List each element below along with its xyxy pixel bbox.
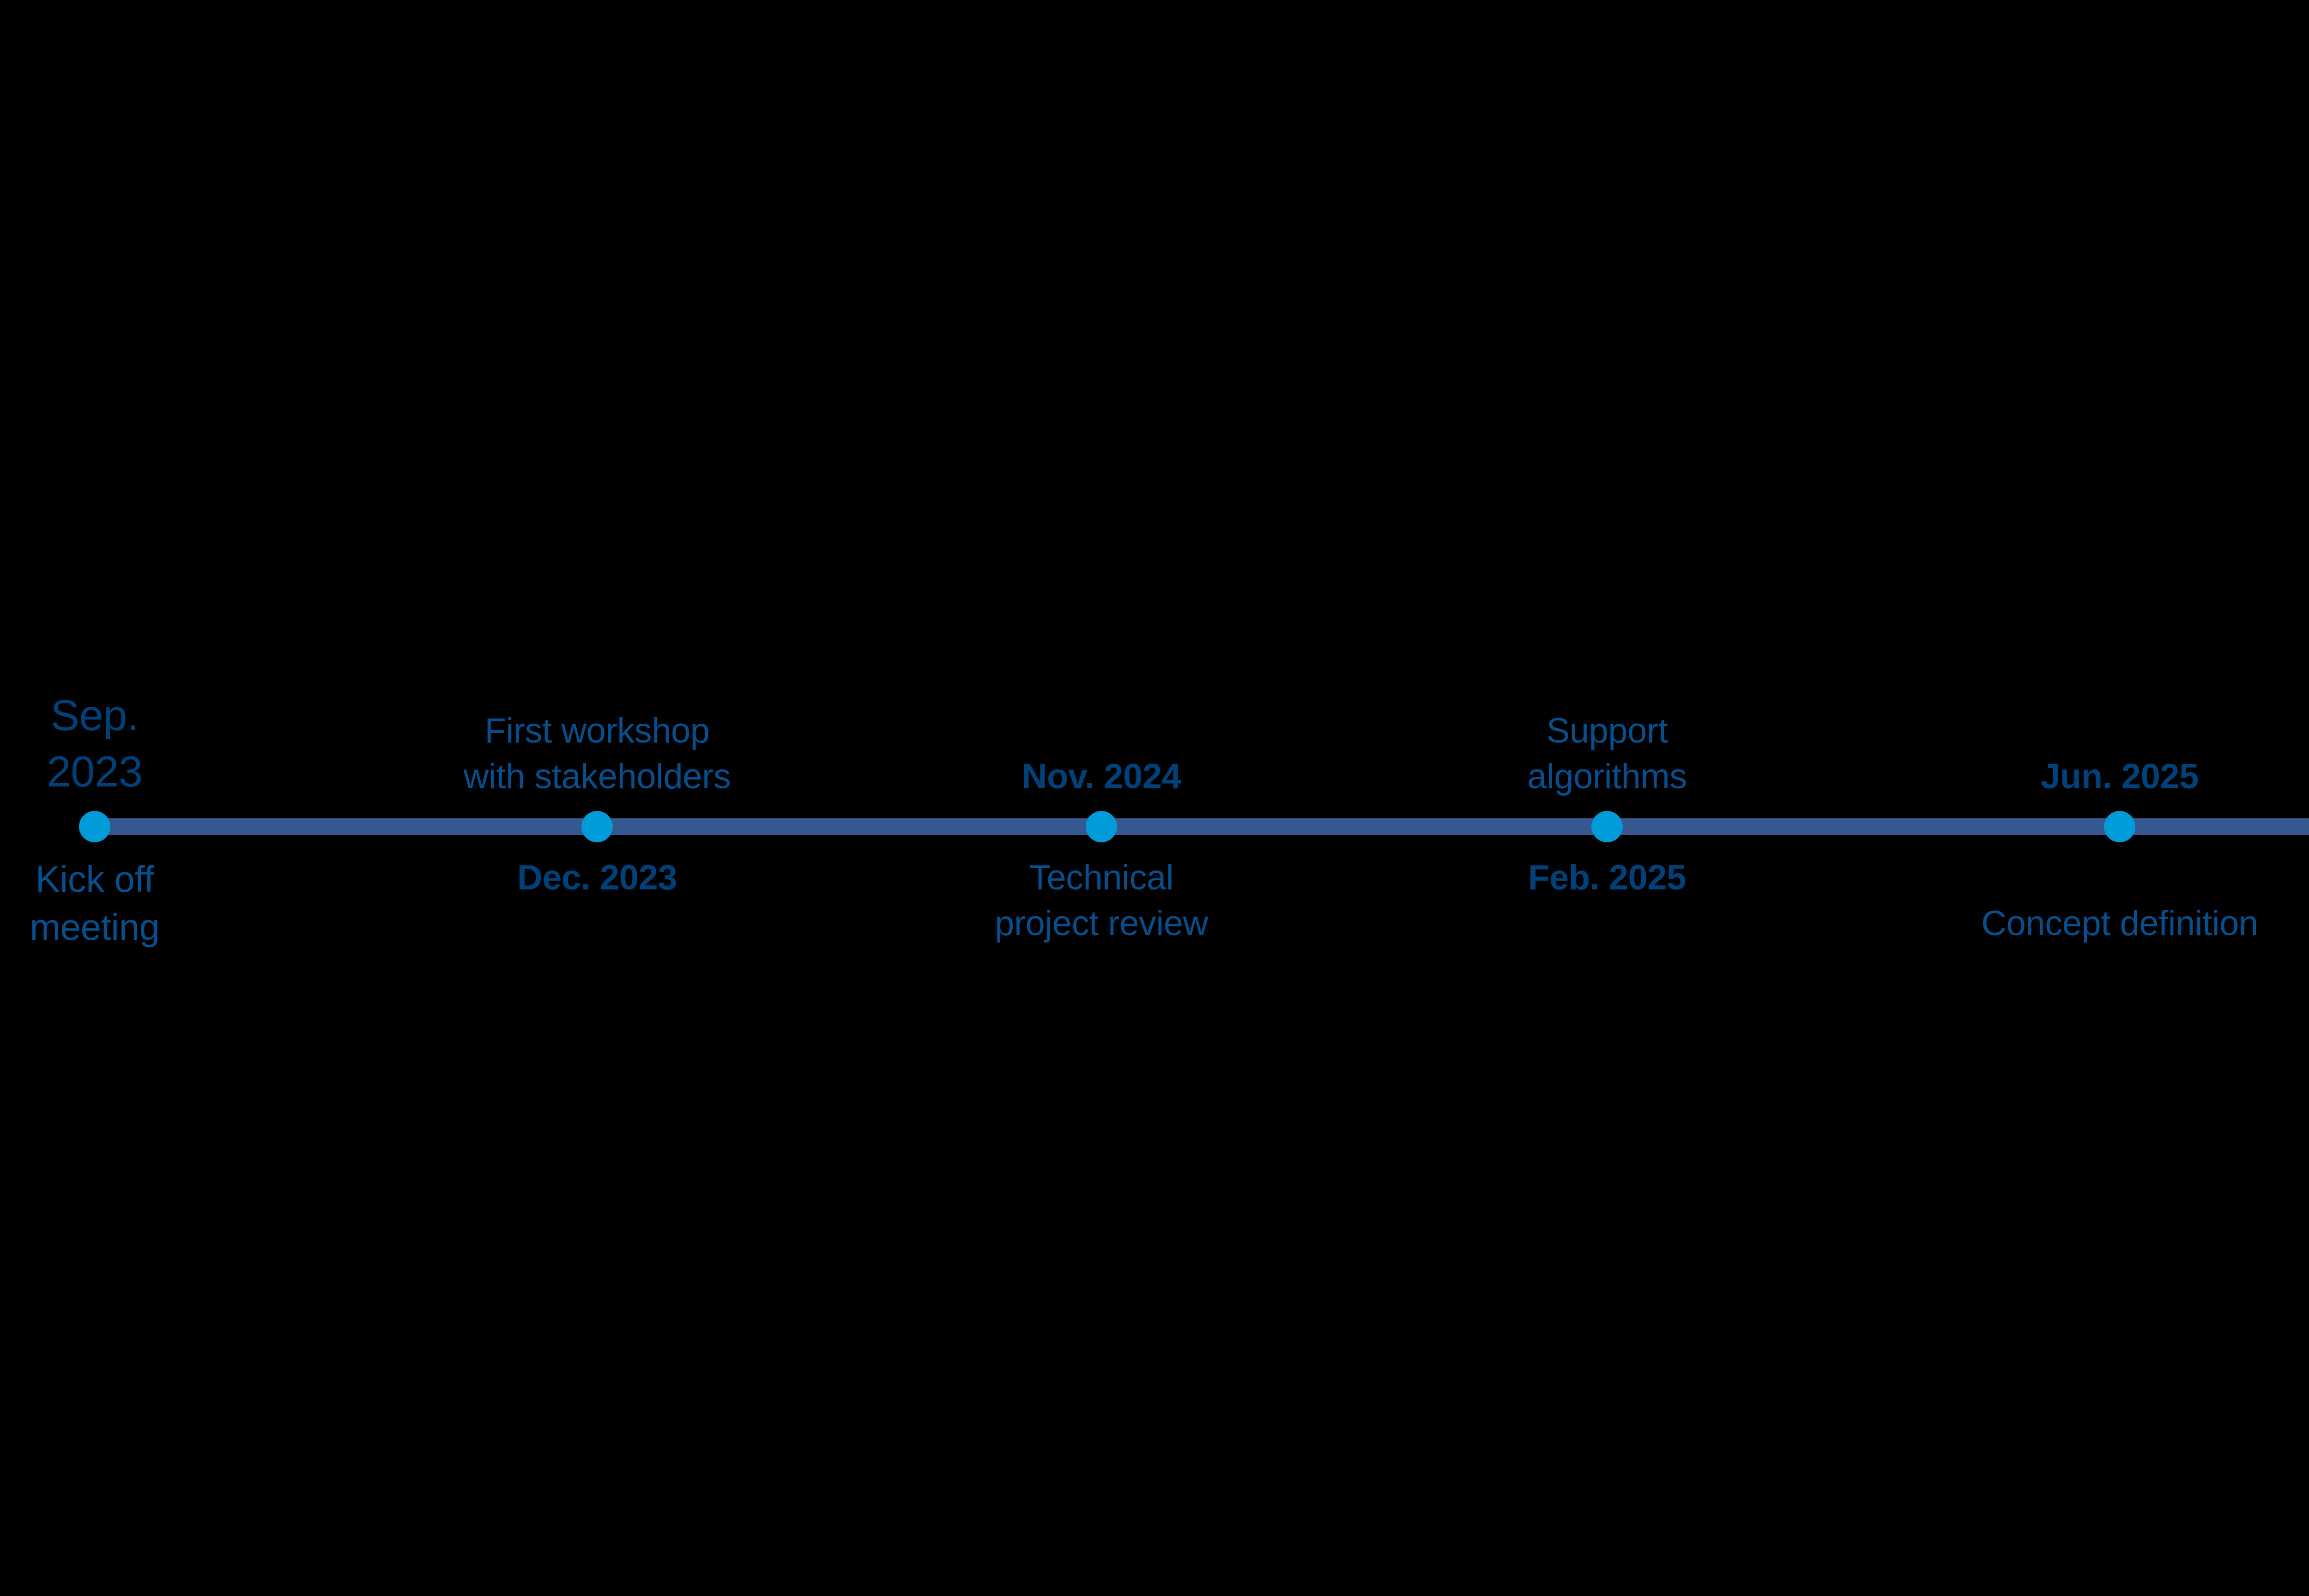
milestone-3[interactable]: Nov. 2024 Technical project review [843,0,1360,1596]
milestone-1-date-line2: 2023 [47,747,143,796]
milestone-2-node-dot[interactable] [581,811,613,842]
milestone-4-description-line2: algorithms [1527,757,1687,797]
milestone-4-node-dot[interactable] [1591,811,1623,842]
milestone-1-description-line2: meeting [30,907,160,948]
milestone-1-node-dot[interactable] [79,811,110,842]
milestone-1-description-block: Kick off meeting [0,855,353,951]
milestone-3-description-block: Technical project review [843,855,1360,947]
milestone-5-node-dot[interactable] [2104,811,2135,842]
milestone-4-description-block: Support algorithms [1348,708,1866,800]
timeline-axis-rail [95,818,2309,835]
milestone-5-date-block: Jun. 2025 [1861,754,2309,800]
milestone-5-description-line1: Concept definition [1981,903,2258,943]
milestone-4-date-block: Feb. 2025 [1348,855,1866,901]
milestone-3-date-block: Nov. 2024 [843,754,1360,800]
milestone-3-date-line1: Nov. 2024 [1022,757,1181,797]
milestone-1-date-line1: Sep. [50,690,139,739]
milestone-2-description-block: First workshop with stakeholders [338,708,856,800]
milestone-2-date-line1: Dec. 2023 [517,858,677,897]
milestone-3-description-line2: project review [995,903,1208,943]
milestone-5-date-line1: Jun. 2025 [2041,757,2199,797]
milestone-2[interactable]: First workshop with stakeholders Dec. 20… [338,0,856,1596]
milestone-2-date-block: Dec. 2023 [338,855,856,901]
milestone-5-description-block: Concept definition [1861,855,2309,947]
milestone-4[interactable]: Support algorithms Feb. 2025 [1348,0,1866,1596]
milestone-4-date-line1: Feb. 2025 [1528,858,1686,897]
milestone-5[interactable]: Jun. 2025 Concept definition [1861,0,2309,1596]
milestone-3-description-line1: Technical [1029,858,1174,897]
milestone-1-date-block: Sep. 2023 [0,687,353,800]
milestone-1[interactable]: Sep. 2023 Kick off meeting [0,0,353,1596]
milestone-4-description-line1: Support [1546,711,1668,751]
milestone-1-description-line1: Kick off [35,858,154,900]
milestone-2-description-line2: with stakeholders [463,757,731,797]
milestone-2-description-line1: First workshop [484,711,710,751]
milestone-3-node-dot[interactable] [1086,811,1117,842]
